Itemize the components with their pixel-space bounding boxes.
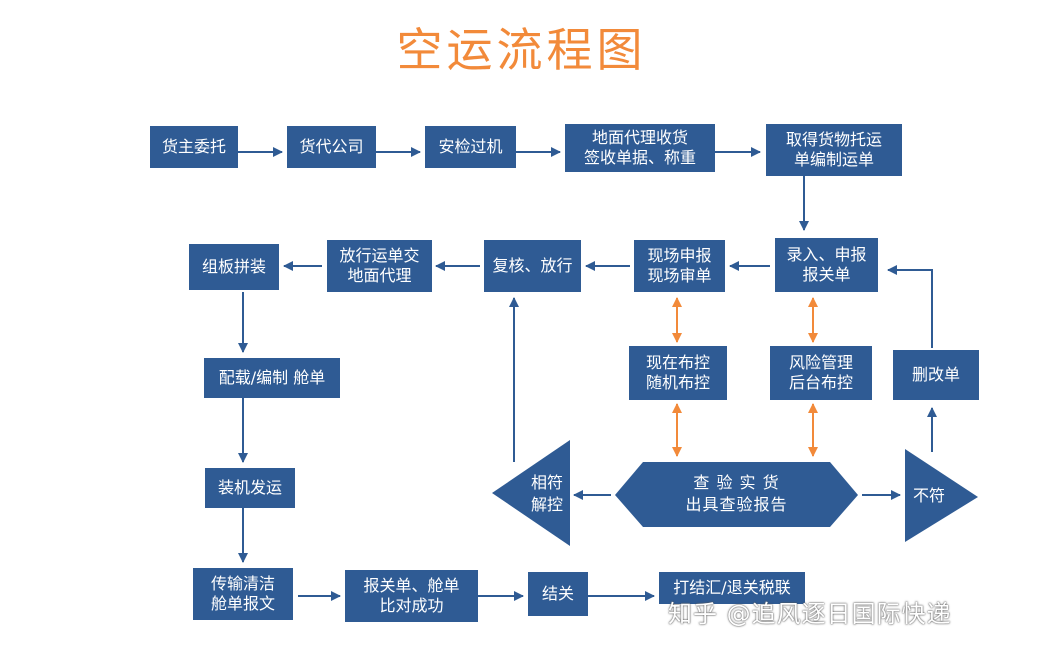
node-customs-clearance: 结关 [528, 572, 588, 616]
triangle-mismatch [905, 449, 978, 542]
node-pallet-build: 组板拼装 [189, 244, 279, 290]
node-compare-success: 报关单、舱单 比对成功 [345, 570, 478, 622]
node-load-ship: 装机发运 [205, 468, 295, 508]
node-modify-declaration: 删改单 [893, 350, 979, 400]
node-ground-agent-receive: 地面代理收货 签收单据、称重 [565, 124, 715, 172]
node-tax-refund-form: 打结汇/退关税联 [659, 572, 805, 604]
node-loading-manifest: 配载/编制 舱单 [204, 358, 340, 398]
hexagon-label: 查 验 实 货 出具查验报告 [685, 473, 788, 514]
node-obtain-waybill: 取得货物托运 单编制运单 [766, 124, 902, 176]
node-release-to-agent: 放行运单交 地面代理 [327, 240, 432, 292]
node-security-check: 安检过机 [425, 126, 516, 168]
node-forwarder: 货代公司 [287, 126, 376, 168]
node-onsite-declare: 现场申报 现场审单 [634, 240, 725, 292]
arrow-modify-declare [887, 265, 933, 348]
node-review-release: 复核、放行 [484, 240, 581, 292]
watermark: 知乎 @追风逐日国际快递 [668, 600, 952, 628]
triangle-match [492, 440, 570, 546]
triangle-mismatch-label: 不符 [912, 486, 945, 505]
node-transmit-manifest: 传输清洁 舱单报文 [193, 568, 293, 620]
hexagon-inspection [615, 462, 858, 527]
triangle-match-label: 相符 解控 [530, 473, 563, 514]
node-shipper-entrust: 货主委托 [150, 126, 238, 168]
node-onsite-control: 现在布控 随机布控 [629, 346, 727, 400]
node-declare-entry: 录入、申报 报关单 [775, 238, 878, 292]
node-risk-management: 风险管理 后台布控 [770, 346, 872, 400]
diagram-title: 空运流程图 [396, 23, 647, 77]
